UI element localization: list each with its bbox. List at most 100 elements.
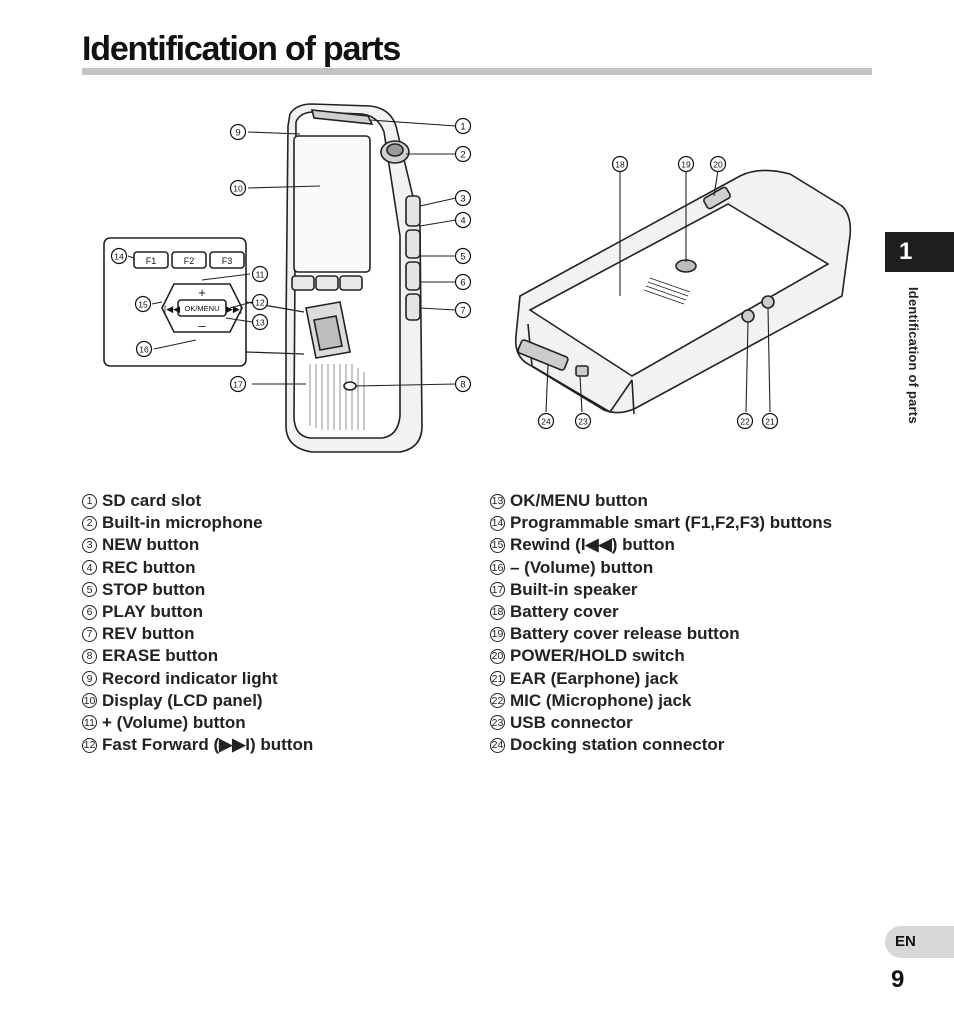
svg-text:11: 11 xyxy=(256,270,265,280)
item-number: 1 xyxy=(82,493,97,509)
callout-11: 11 xyxy=(251,265,269,283)
list-item: 10 Display (LCD panel) xyxy=(82,690,313,712)
item-number: 16 xyxy=(490,560,505,576)
callout-5: 5 xyxy=(454,247,472,265)
callout-1: 1 xyxy=(454,117,472,135)
callout-9: 9 xyxy=(229,123,247,141)
plus-label: + xyxy=(198,285,206,300)
callout-8: 8 xyxy=(454,375,472,393)
svg-text:▶▶|: ▶▶| xyxy=(226,304,242,314)
chapter-tab: 1 xyxy=(885,232,954,272)
item-label: REV button xyxy=(102,624,195,644)
side-section-label: Identification of parts xyxy=(906,287,921,424)
item-number: 15 xyxy=(490,537,505,553)
callout-21: 21 xyxy=(761,412,779,430)
callout-24: 24 xyxy=(537,412,555,430)
item-label: MIC (Microphone) jack xyxy=(510,690,692,710)
item-number: 7 xyxy=(82,626,97,642)
item-number: 11 xyxy=(82,715,97,731)
item-label: Programmable smart (F1,F2,F3) buttons xyxy=(510,513,833,533)
item-label: STOP button xyxy=(102,579,206,599)
svg-text:5: 5 xyxy=(460,252,465,263)
svg-text:21: 21 xyxy=(765,417,775,427)
item-label: USB connector xyxy=(510,712,633,732)
item-label: Built-in speaker xyxy=(510,579,638,599)
svg-text:2: 2 xyxy=(460,150,465,161)
list-item: 14 Programmable smart (F1,F2,F3) buttons xyxy=(490,512,832,534)
callout-20: 20 xyxy=(709,155,727,173)
svg-text:16: 16 xyxy=(139,345,149,355)
callout-4: 4 xyxy=(454,211,472,229)
item-label: POWER/HOLD switch xyxy=(510,646,685,666)
item-number: 2 xyxy=(82,515,97,531)
svg-text:17: 17 xyxy=(233,380,243,390)
f1-button-label: F1 xyxy=(146,256,157,266)
item-label: Battery cover xyxy=(510,601,619,621)
svg-text:9: 9 xyxy=(235,128,240,139)
item-number: 17 xyxy=(490,582,505,598)
svg-text:14: 14 xyxy=(114,252,124,262)
item-label: Battery cover release button xyxy=(510,624,740,644)
item-label: Docking station connector xyxy=(510,735,725,755)
title-rule xyxy=(82,68,872,75)
item-number: 12 xyxy=(82,737,97,753)
item-number: 21 xyxy=(490,671,505,687)
item-label: Record indicator light xyxy=(102,668,278,688)
svg-text:24: 24 xyxy=(541,417,551,427)
svg-text:3: 3 xyxy=(460,194,465,205)
svg-text:8: 8 xyxy=(460,380,465,391)
item-label: PLAY button xyxy=(102,601,204,621)
item-number: 18 xyxy=(490,604,505,620)
callout-22: 22 xyxy=(736,412,754,430)
callout-14: 14 xyxy=(110,247,128,265)
callout-7: 7 xyxy=(454,301,472,319)
item-number: 13 xyxy=(490,493,505,509)
list-item: 9 Record indicator light xyxy=(82,668,313,690)
svg-text:1: 1 xyxy=(460,122,465,133)
item-number: 14 xyxy=(490,515,505,531)
item-number: 9 xyxy=(82,671,97,687)
svg-text:15: 15 xyxy=(138,300,148,310)
lcd-display-shape xyxy=(293,135,371,273)
list-item: 11+ (Volume) button xyxy=(82,712,313,734)
svg-text:13: 13 xyxy=(255,318,265,328)
svg-text:12: 12 xyxy=(255,298,265,308)
item-number: 6 xyxy=(82,604,97,620)
item-label: ERASE button xyxy=(102,646,219,666)
svg-text:|◀◀: |◀◀ xyxy=(164,304,180,314)
item-label: EAR (Earphone) jack xyxy=(510,668,679,688)
callout-18: 18 xyxy=(611,155,629,173)
callout-12: 12 xyxy=(251,293,269,311)
page-number: 9 xyxy=(891,966,905,993)
item-label: SD card slot xyxy=(102,491,202,510)
item-number: 19 xyxy=(490,626,505,642)
page-title: Identification of parts xyxy=(82,30,401,68)
item-label: Display (LCD panel) xyxy=(102,690,263,710)
ok-menu-label: OK/MENU xyxy=(184,304,219,313)
list-item: 17 Built-in speaker xyxy=(490,579,832,601)
callout-10: 10 xyxy=(229,179,247,197)
list-item: 6 PLAY button xyxy=(82,601,313,623)
list-item: 7 REV button xyxy=(82,623,313,645)
item-number: 4 xyxy=(82,560,97,576)
item-number: 23 xyxy=(490,715,505,731)
callout-16: 16 xyxy=(135,340,153,358)
f2-button-label: F2 xyxy=(184,256,195,266)
callout-6: 6 xyxy=(454,273,472,291)
svg-text:4: 4 xyxy=(460,216,465,227)
callout-2: 2 xyxy=(454,145,472,163)
callout-13: 13 xyxy=(251,313,269,331)
callout-15: 15 xyxy=(134,295,152,313)
item-number: 10 xyxy=(82,693,97,709)
